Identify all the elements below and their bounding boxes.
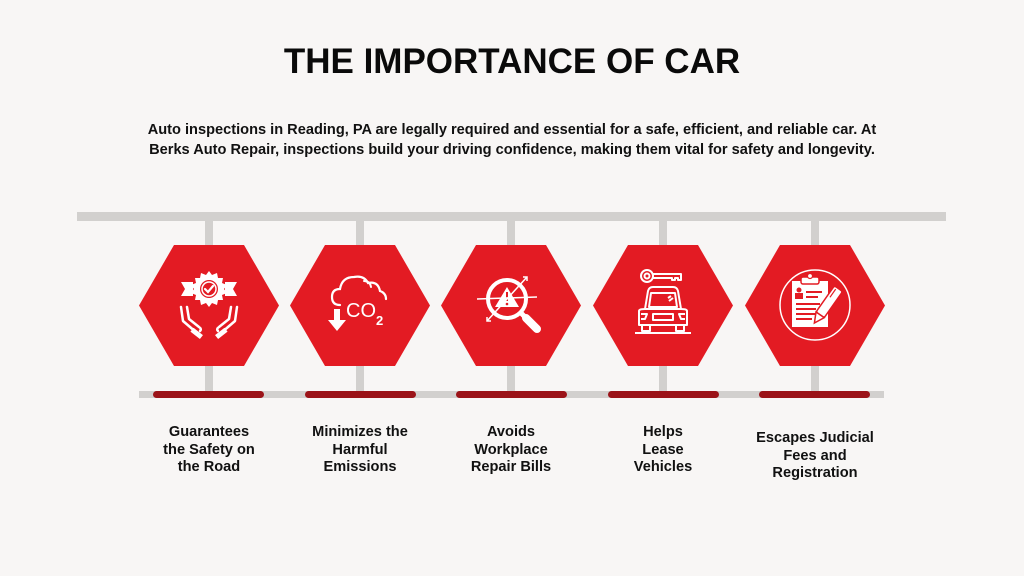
hexagon-lease — [593, 245, 733, 366]
label-line: Repair Bills — [470, 459, 552, 475]
warning-magnifier-icon — [476, 276, 541, 333]
segment-marker — [153, 391, 264, 398]
stem — [507, 220, 515, 246]
car-key-icon — [635, 269, 691, 334]
stem — [659, 365, 667, 392]
label-line: Emissions — [323, 459, 397, 475]
stem — [507, 365, 515, 392]
segment-marker — [759, 391, 870, 398]
label-line: Vehicles — [633, 459, 693, 475]
label-line: Harmful — [332, 441, 388, 458]
stem — [811, 365, 819, 392]
top-rail — [77, 212, 946, 221]
stem — [659, 220, 667, 246]
hexagon-emissions: CO 2 — [290, 245, 430, 366]
hexagon-repair — [441, 245, 581, 366]
label-line: Helps — [643, 424, 683, 440]
segment-marker — [305, 391, 416, 398]
label-safety: Guarantees the Safety on the Road — [134, 424, 284, 477]
svg-text:2: 2 — [376, 313, 383, 328]
label-emissions: Minimizes the Harmful Emissions — [285, 424, 435, 477]
label-line: Registration — [772, 465, 858, 481]
intro-line-2: Berks Auto Repair, inspections build you… — [149, 142, 875, 158]
co2-cloud-down-icon: CO 2 — [328, 275, 388, 331]
stem — [205, 365, 213, 392]
segment-marker — [456, 391, 567, 398]
stem — [356, 365, 364, 392]
intro-line-1: Auto inspections in Reading, PA are lega… — [147, 122, 877, 138]
page-title: THE IMPORTANCE OF CAR — [283, 42, 741, 81]
svg-text:CO: CO — [346, 300, 376, 322]
clipboard-pen-icon — [779, 269, 851, 341]
label-line: the Safety on — [163, 441, 255, 458]
label-repair: Avoids Workplace Repair Bills — [436, 424, 586, 477]
label-line: the Road — [177, 459, 241, 475]
stem — [811, 220, 819, 246]
stem — [205, 220, 213, 246]
label-line: Escapes Judicial — [756, 430, 874, 446]
label-line: Minimizes the — [312, 424, 408, 440]
label-line: Avoids — [486, 424, 536, 440]
badge-hands-icon — [179, 271, 239, 340]
label-lease: Helps Lease Vehicles — [588, 424, 738, 477]
hexagon-safety — [139, 245, 279, 366]
label-line: Workplace — [474, 441, 548, 458]
intro-paragraph: Auto inspections in Reading, PA are lega… — [70, 120, 954, 160]
segment-marker — [608, 391, 719, 398]
label-line: Fees and — [783, 447, 847, 464]
label-line: Lease — [642, 441, 684, 458]
stem — [356, 220, 364, 246]
hexagon-registration — [745, 245, 885, 366]
label-line: Guarantees — [168, 424, 250, 440]
label-registration: Escapes Judicial Fees and Registration — [740, 430, 890, 483]
